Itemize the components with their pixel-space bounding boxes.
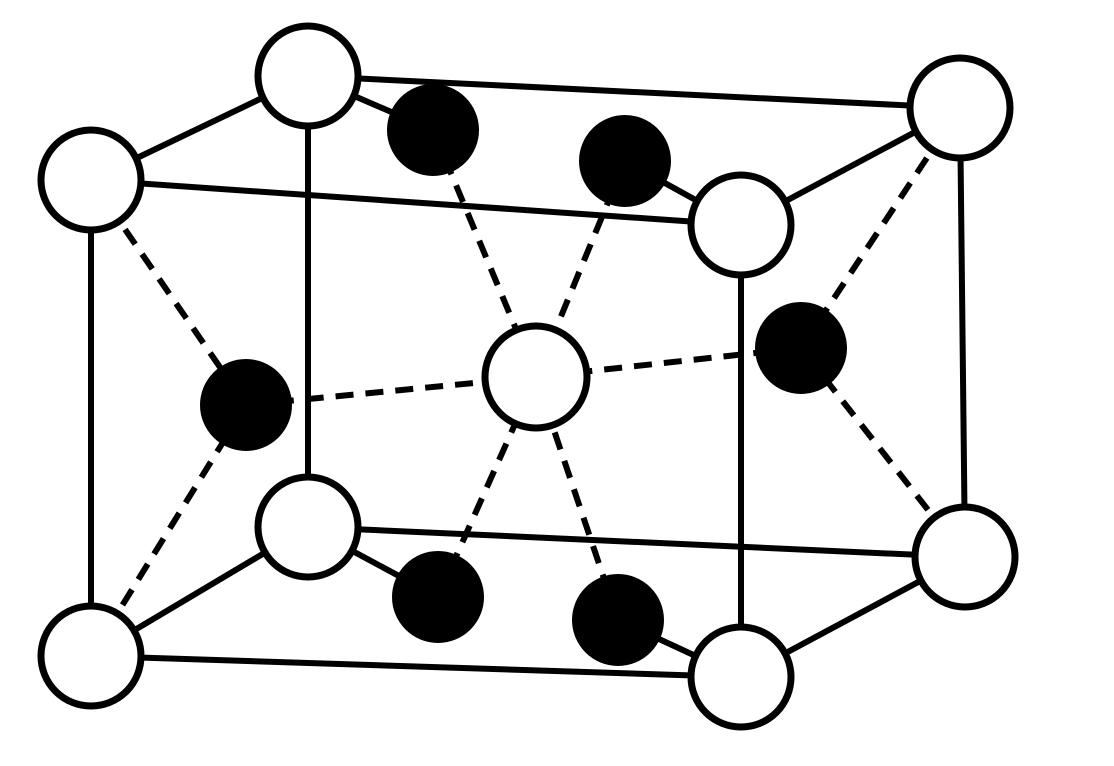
corner-atom bbox=[254, 473, 362, 581]
corner-atom bbox=[37, 602, 145, 710]
cell-edge bbox=[305, 73, 963, 111]
corner-atom bbox=[906, 54, 1014, 162]
filled-atom bbox=[572, 574, 664, 666]
filled-atom bbox=[387, 84, 479, 176]
dashed-bond bbox=[88, 403, 249, 658]
filled-atom bbox=[200, 359, 292, 451]
cell-edge bbox=[305, 524, 968, 560]
corner-atom bbox=[37, 126, 145, 234]
corner-atom bbox=[687, 623, 795, 731]
cell-edge bbox=[957, 105, 968, 560]
filled-atom bbox=[579, 115, 671, 207]
cell-edge bbox=[88, 653, 744, 680]
center-atom bbox=[481, 322, 591, 432]
corner-atom bbox=[254, 22, 362, 130]
filled-atom bbox=[755, 302, 847, 394]
filled-atom bbox=[392, 551, 484, 643]
corner-atom bbox=[687, 171, 795, 279]
corner-atom bbox=[911, 503, 1019, 611]
cell-edge bbox=[88, 177, 744, 228]
atoms bbox=[37, 22, 1019, 731]
